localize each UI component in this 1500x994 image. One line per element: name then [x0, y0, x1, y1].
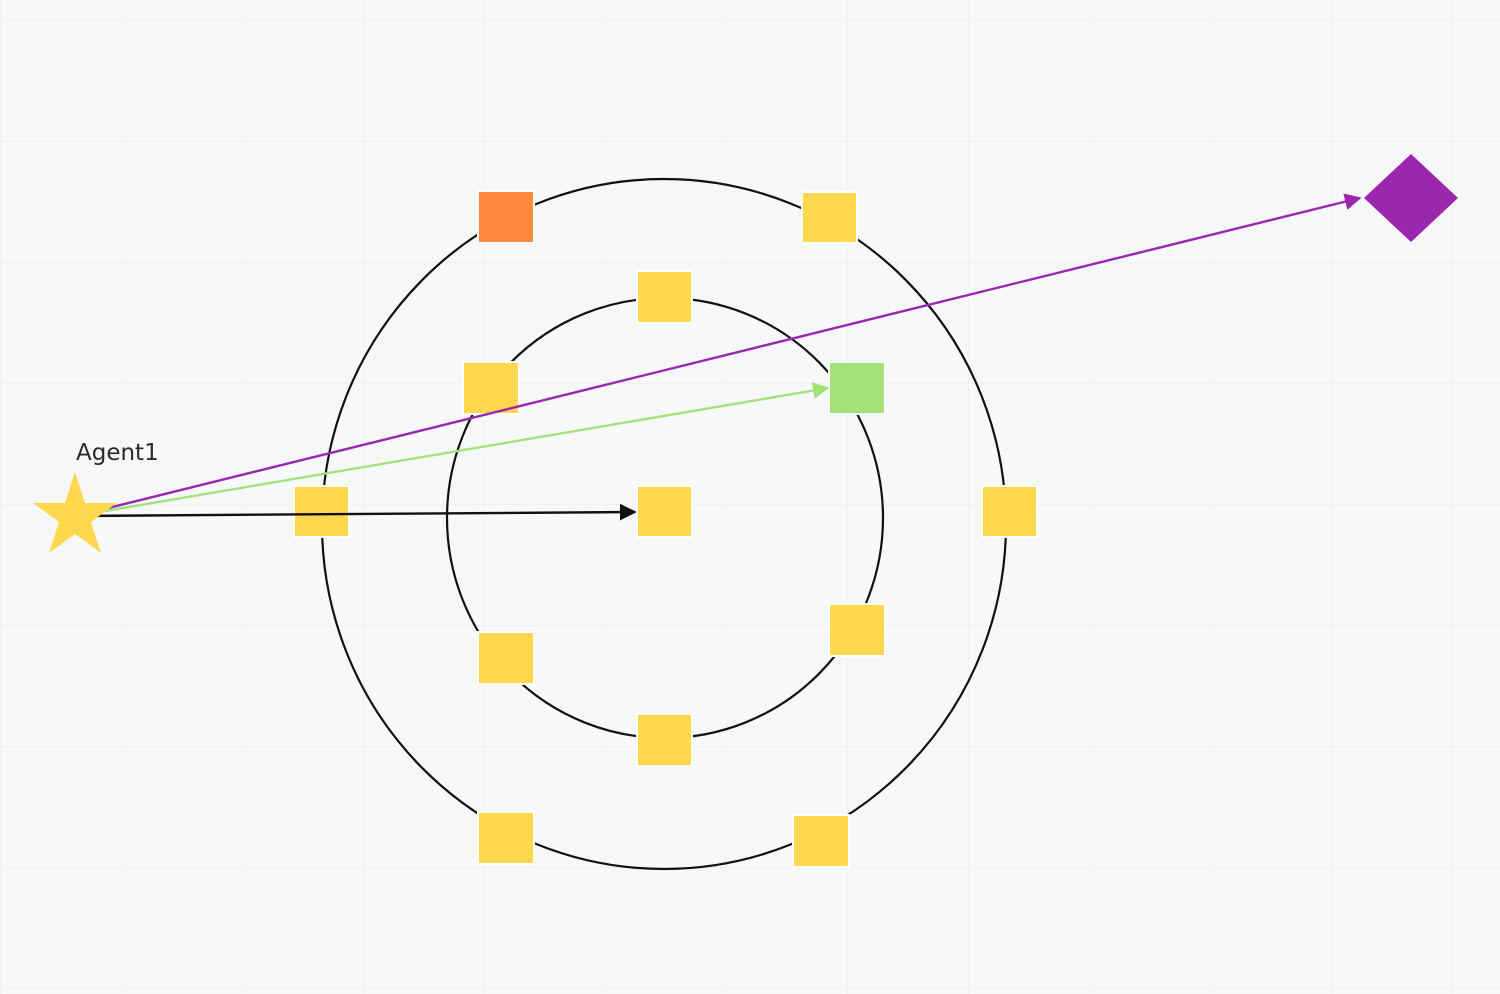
center-node[interactable]: [636, 485, 693, 538]
outer-node-top-right[interactable]: [801, 191, 858, 244]
arrow-to-goal[interactable]: [75, 193, 1362, 518]
goal-diamond[interactable]: [1364, 154, 1458, 242]
inner-node-top[interactable]: [636, 270, 693, 324]
inner-node-upper-left[interactable]: [462, 361, 520, 415]
arrow-to-center[interactable]: [75, 503, 637, 521]
outer-node-left[interactable]: [293, 485, 350, 538]
arrow-to-green-node[interactable]: [75, 382, 830, 518]
outer-node-bottom-right[interactable]: [792, 814, 850, 868]
inner-node-upper-right[interactable]: [828, 361, 886, 415]
inner-node-bottom[interactable]: [636, 713, 693, 767]
outer-node-right[interactable]: [981, 485, 1038, 538]
inner-node-lower-left[interactable]: [477, 631, 535, 685]
agent-label: Agent1: [76, 440, 159, 466]
outer-node-bottom-left[interactable]: [477, 811, 535, 865]
outer-node-top-left[interactable]: [477, 190, 535, 244]
agent-star-icon[interactable]: [33, 472, 117, 553]
inner-node-lower-right[interactable]: [828, 603, 886, 657]
